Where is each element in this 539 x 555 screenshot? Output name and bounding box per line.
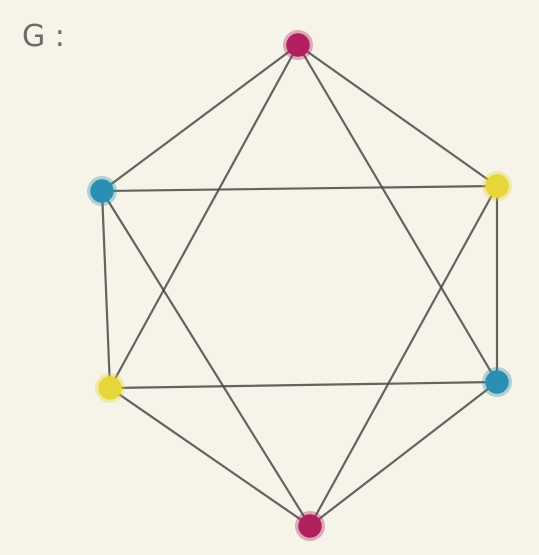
edge-top-upper-right [296,43,499,188]
vertex-bottom [298,514,322,538]
edge-lower-right-bottom [308,380,499,528]
edge-lower-left-bottom [108,386,312,528]
vertex-lower-right [485,370,509,394]
edge-upper-left-bottom [100,189,312,528]
vertices-layer [87,30,512,541]
edge-lower-left-lower-right [108,380,499,390]
vertex-lower-left [98,376,122,400]
edge-upper-left-lower-left [100,189,112,390]
edge-top-lower-left [108,43,300,390]
edge-upper-right-bottom [308,184,499,528]
edge-top-upper-left [100,43,300,193]
graph-label: G : [22,19,65,54]
vertex-top [286,33,310,57]
vertex-upper-left [90,179,114,203]
edge-top-lower-right [296,43,499,384]
edges-layer [100,43,499,528]
edge-upper-left-upper-right [100,184,499,193]
vertex-upper-right [485,174,509,198]
